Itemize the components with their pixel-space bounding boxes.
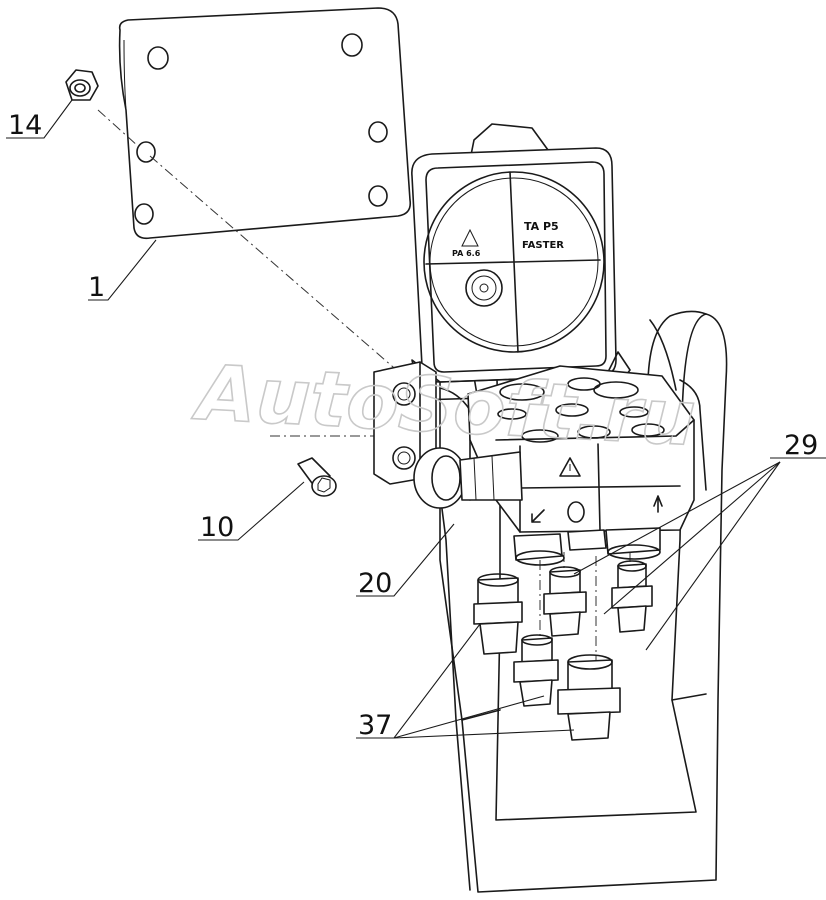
leader-lines <box>6 99 826 739</box>
callout-labels: 14 1 10 20 29 37 <box>8 110 818 741</box>
part-37-fittings <box>473 560 653 741</box>
block-lower-ports <box>513 527 661 566</box>
callout-29: 29 <box>784 430 818 461</box>
cap-brand-text: FASTER <box>522 240 564 251</box>
callout-1: 1 <box>88 272 105 303</box>
fitting-a <box>473 573 523 655</box>
callout-14: 14 <box>8 110 42 141</box>
fitting-d <box>513 634 559 707</box>
watermark-text: AutoSoft.ru <box>190 348 697 463</box>
cap-material-text: PA 6.6 <box>452 249 481 258</box>
part-1-mounting-plate <box>118 7 412 240</box>
callout-20: 20 <box>358 568 392 599</box>
release-lever <box>413 447 523 509</box>
callout-10: 10 <box>200 512 234 543</box>
fitting-c <box>611 560 653 633</box>
fitting-b <box>543 566 587 637</box>
cap-model-text: TA P5 <box>524 220 559 233</box>
fitting-e <box>557 654 621 741</box>
coupling-block <box>467 365 695 533</box>
callout-37: 37 <box>358 710 392 741</box>
part-10-screw <box>297 457 337 497</box>
part-14-nut <box>65 69 99 101</box>
gauge-cap-lid: PA 6.6 TA P5 FASTER <box>411 123 631 401</box>
